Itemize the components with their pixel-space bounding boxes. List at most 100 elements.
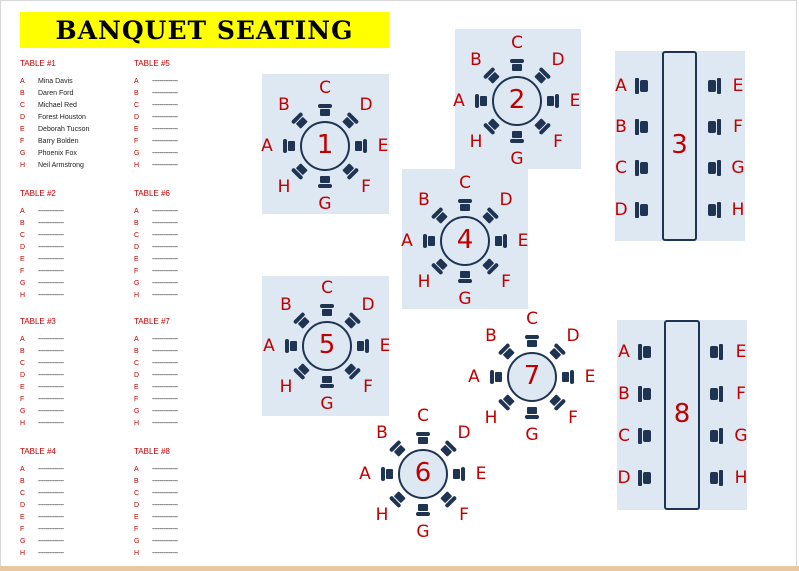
seat-letter: A [20, 466, 25, 473]
table-list-heading: TABLE #3 [20, 317, 56, 326]
seat-letter: A [20, 336, 25, 343]
guest-row: B-------------- [20, 476, 130, 488]
guest-blank-line: -------------- [152, 478, 178, 485]
round-table-2[interactable] [492, 76, 542, 126]
table-number: 6 [414, 458, 432, 488]
guest-row: H-------------- [134, 160, 244, 172]
guest-row: H-------------- [20, 548, 130, 560]
chair-back [570, 370, 574, 384]
seat-label: G [525, 425, 539, 445]
guest-blank-line: -------------- [38, 208, 64, 215]
table-list-heading: TABLE #1 [20, 59, 56, 68]
seat-letter: H [134, 162, 140, 169]
seat-letter: A [134, 78, 139, 85]
chair-icon [707, 202, 721, 218]
seat-letter: B [134, 348, 139, 355]
chair-seat [643, 472, 651, 484]
guest-row: F-------------- [134, 524, 244, 536]
guest-row: A -------------- [20, 334, 130, 346]
chair-back [555, 94, 559, 108]
chair-icon [320, 376, 334, 388]
guest-row: D-------------- [134, 242, 244, 254]
guest-blank-line: -------------- [152, 102, 178, 109]
seat-label: D [499, 189, 513, 210]
seat-label: F [553, 132, 563, 152]
round-table-4[interactable] [440, 216, 490, 266]
round-table-6[interactable] [398, 449, 448, 499]
guest-blank-line: -------------- [38, 384, 64, 391]
seat-letter: F [20, 138, 25, 145]
guest-name: Barry Bolden [38, 138, 79, 145]
guest-row: E-------------- [134, 124, 244, 136]
seat-letter: F [134, 396, 139, 403]
guest-row: E-------------- [134, 512, 244, 524]
seat-label: D [566, 325, 580, 346]
guest-row: C-------------- [134, 488, 244, 500]
chair-back [638, 428, 642, 444]
seat-letter: E [20, 126, 25, 133]
seat-letter: D [20, 372, 26, 379]
round-table-7[interactable] [507, 352, 557, 402]
guest-blank-line: -------------- [38, 550, 64, 557]
guest-row: A-------------- [134, 206, 244, 218]
guest-row: E-------------- [134, 382, 244, 394]
seat-label: H [484, 408, 498, 428]
chair-back [638, 470, 642, 486]
guest-name: Deborah Tucson [38, 126, 90, 133]
chair-seat [320, 176, 330, 183]
chair-back [717, 202, 721, 218]
guest-row: G-------------- [134, 278, 244, 290]
seat-letter: E [20, 384, 25, 391]
seat-letter: D [134, 244, 140, 251]
guest-blank-line: -------------- [38, 220, 64, 227]
guest-row: C-------------- [20, 230, 130, 242]
seat-label: A [359, 464, 371, 484]
guest-blank-line: -------------- [38, 396, 64, 403]
chair-icon [635, 78, 649, 94]
chair-icon [458, 271, 472, 283]
guest-row: E-------------- [134, 254, 244, 266]
chair-back [503, 234, 507, 248]
seat-letter: A [20, 78, 25, 85]
chair-icon [638, 344, 652, 360]
seat-letter: B [20, 90, 25, 97]
table-list-heading: TABLE #2 [20, 189, 56, 198]
guest-blank-line: -------------- [152, 490, 178, 497]
guest-row: F-------------- [20, 266, 130, 278]
chair-icon [525, 407, 539, 419]
chair-icon [510, 59, 524, 71]
chair-icon [638, 428, 652, 444]
round-table-1[interactable] [300, 121, 350, 171]
seat-letter: H [134, 292, 140, 299]
seat-label: H [417, 272, 431, 292]
rect-table-8[interactable] [664, 320, 700, 510]
guest-blank-line: -------------- [38, 256, 64, 263]
chair-back [719, 428, 723, 444]
seat-label: B [615, 117, 627, 137]
chair-seat [708, 162, 716, 174]
chair-back [461, 467, 465, 481]
chair-icon [355, 139, 367, 153]
chair-seat [547, 96, 554, 106]
guest-row: C-------------- [20, 488, 130, 500]
seat-letter: B [134, 220, 139, 227]
round-table-5[interactable] [302, 321, 352, 371]
chair-seat [643, 346, 651, 358]
guest-row: G-------------- [20, 536, 130, 548]
guest-blank-line: -------------- [38, 336, 64, 343]
chair-back [490, 370, 494, 384]
chair-back [458, 279, 472, 283]
chair-seat [322, 309, 332, 316]
guest-blank-line: -------------- [152, 268, 178, 275]
guest-blank-line: -------------- [152, 550, 178, 557]
guest-row: G-------------- [134, 536, 244, 548]
seat-letter: C [134, 360, 140, 367]
seat-label: A [468, 367, 480, 387]
chair-seat [643, 430, 651, 442]
guest-row: B-------------- [134, 88, 244, 100]
seat-label: C [459, 173, 471, 193]
rect-table-3[interactable] [662, 51, 697, 241]
guest-row: A-------------- [134, 76, 244, 88]
